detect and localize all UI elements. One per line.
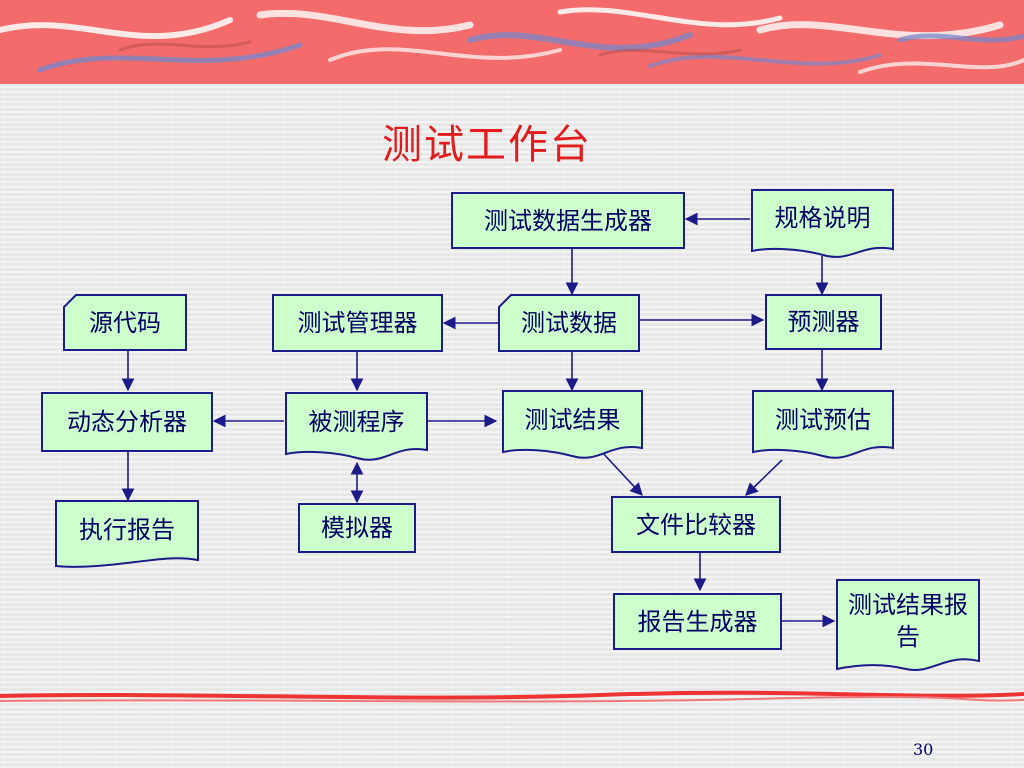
page-number: 30 xyxy=(913,740,934,759)
node-label: 报告生成器 xyxy=(637,607,758,636)
node-label: 被测程序 xyxy=(308,408,405,436)
node-label: 测试结果报告 xyxy=(848,590,968,651)
banner-decoration xyxy=(0,7,1024,74)
node-label: 规格说明 xyxy=(774,204,871,232)
node-spec: 规格说明 xyxy=(751,189,894,258)
node-execution-report: 执行报告 xyxy=(55,500,199,570)
node-label: 模拟器 xyxy=(321,514,393,542)
node-label: 测试数据 xyxy=(521,309,617,337)
bottom-decoration xyxy=(0,690,1024,703)
node-test-estimate: 测试预估 xyxy=(752,390,894,460)
node-test-data: 测试数据 xyxy=(498,294,640,352)
edge-estimate-to-comparator xyxy=(745,459,783,496)
node-test-manager: 测试管理器 xyxy=(272,294,443,352)
node-test-result-report: 测试结果报告 xyxy=(836,579,980,672)
node-label: 动态分析器 xyxy=(67,408,187,436)
node-file-comparator: 文件比较器 xyxy=(611,496,781,553)
node-predictor: 预测器 xyxy=(765,294,882,350)
top-banner xyxy=(0,0,1024,84)
card-shape xyxy=(63,294,187,351)
node-label: 源代码 xyxy=(89,308,161,337)
document-shape xyxy=(752,390,894,459)
node-label: 测试预估 xyxy=(775,406,871,434)
node-simulator: 模拟器 xyxy=(298,503,416,553)
node-label: 测试管理器 xyxy=(297,309,418,337)
edge-result-to-comparator xyxy=(599,449,643,496)
document-shape xyxy=(502,390,643,459)
node-program-under-test: 被测程序 xyxy=(285,392,428,462)
document-shape xyxy=(836,579,980,672)
node-dynamic-analyzer: 动态分析器 xyxy=(41,392,213,452)
document-shape xyxy=(55,500,199,568)
node-label: 测试结果 xyxy=(524,406,621,434)
node-source-code: 源代码 xyxy=(63,294,187,351)
node-label: 文件比较器 xyxy=(636,510,756,539)
node-test-data-generator: 测试数据生成器 xyxy=(451,192,685,249)
node-test-result: 测试结果 xyxy=(502,390,643,460)
node-label: 预测器 xyxy=(787,308,860,336)
card-shape xyxy=(498,294,640,352)
node-label: 测试数据生成器 xyxy=(484,206,652,235)
slide-title: 测试工作台 xyxy=(382,122,592,168)
node-report-generator: 报告生成器 xyxy=(613,593,782,650)
document-shape xyxy=(285,392,428,461)
document-shape xyxy=(751,189,894,258)
node-label: 执行报告 xyxy=(79,516,175,544)
